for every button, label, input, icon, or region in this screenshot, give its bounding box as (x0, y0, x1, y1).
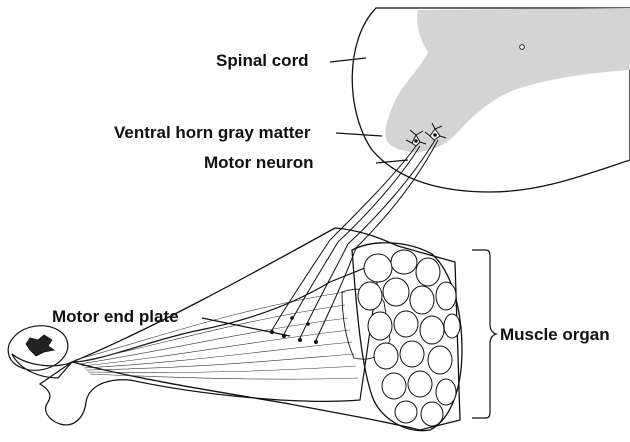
muscle-fibers (75, 292, 358, 379)
tendon (40, 262, 380, 425)
motor-end-plate-label: Motor end plate (52, 307, 179, 326)
ventral-horn-label: Ventral horn gray matter (114, 123, 311, 142)
muscle-organ-drawing (5, 228, 462, 431)
spinal-cord-label: Spinal cord (216, 51, 309, 70)
bone-marrow (26, 335, 54, 356)
ventral-horn-leader (336, 133, 382, 136)
spinal-cord-leader (330, 58, 366, 62)
spinal-cord-section (352, 8, 630, 192)
gray-matter (385, 8, 630, 152)
muscle-organ-label: Muscle organ (500, 325, 610, 344)
motor-end-plates (270, 316, 318, 344)
central-canal-icon (520, 45, 525, 50)
motor-neuron-label: Motor neuron (204, 153, 314, 172)
muscle-organ-bracket (472, 250, 496, 418)
